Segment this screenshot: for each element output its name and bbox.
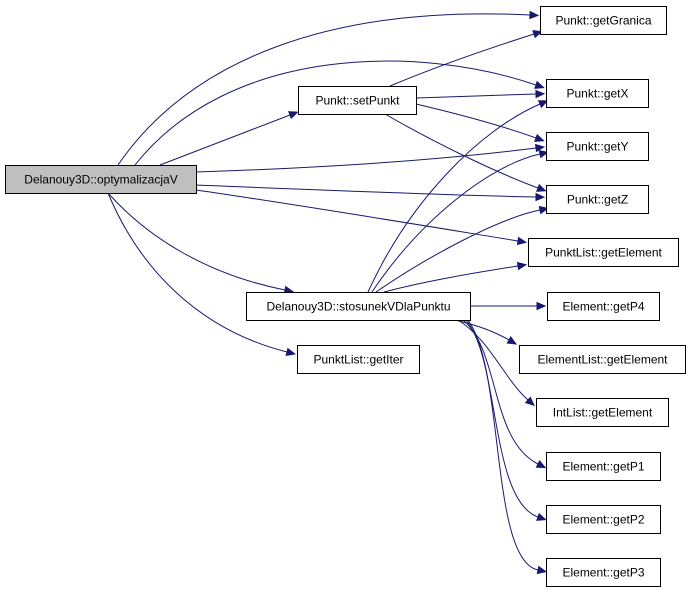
edge-stos-to-p2: [465, 319, 539, 518]
edge-opt-to-granica: [117, 13, 531, 166]
node-p2[interactable]: Element::getP2: [546, 505, 661, 534]
arrowhead-setPunkt-to-getZ: [536, 183, 547, 192]
node-p1[interactable]: Element::getP1: [546, 452, 661, 481]
node-label-plElem: PunktList::getElement: [545, 246, 662, 260]
node-box-ilElem[interactable]: [536, 398, 669, 427]
edge-opt-to-getY: [195, 147, 537, 173]
node-stos[interactable]: Delanouy3D::stosunekVDlaPunktu: [246, 292, 471, 321]
arrowhead-opt-to-granica: [529, 10, 540, 20]
arrowhead-stos-to-p1: [535, 459, 547, 469]
arrowhead-opt-to-getZ: [535, 192, 546, 202]
node-box-setPunkt[interactable]: [298, 86, 417, 115]
arrowhead-opt-to-plIter: [285, 347, 296, 357]
arrowhead-opt-to-getX: [534, 80, 545, 89]
node-granica[interactable]: Punkt::getGranica: [540, 6, 667, 35]
node-p3[interactable]: Element::getP3: [546, 558, 661, 587]
node-getX[interactable]: Punkt::getX: [546, 79, 649, 108]
nodes: Delanouy3D::optymalizacjaV Punkt::setPunk…: [5, 6, 686, 587]
node-label-p3: Element::getP3: [562, 566, 644, 580]
node-getY[interactable]: Punkt::getY: [546, 132, 649, 161]
node-ilElem[interactable]: IntList::getElement: [536, 398, 669, 427]
edge-setPunkt-to-getY: [415, 103, 537, 139]
arrowhead-stos-to-getX: [537, 100, 549, 109]
arrowhead-stos-to-getY: [538, 149, 550, 159]
edge-opt-to-plIter: [107, 192, 288, 353]
node-label-getZ: Punkt::getZ: [567, 193, 628, 207]
node-label-setPunkt: Punkt::setPunkt: [315, 94, 400, 108]
edge-stos-to-plElem: [383, 265, 519, 293]
node-plIter[interactable]: PunktList::getIter: [297, 345, 420, 374]
edge-opt-to-getZ: [195, 184, 537, 198]
node-label-elElem: ElementList::getElement: [537, 353, 668, 367]
node-label-stos: Delanouy3D::stosunekVDlaPunktu: [266, 300, 450, 314]
node-label-plIter: PunktList::getIter: [313, 353, 403, 367]
node-box-granica[interactable]: [540, 6, 667, 35]
node-label-p1: Element::getP1: [562, 460, 644, 474]
arrowhead-opt-to-getY: [534, 143, 546, 153]
node-plElem[interactable]: PunktList::getElement: [528, 238, 679, 267]
arrowhead-setPunkt-to-getY: [534, 133, 545, 142]
arrowhead-stos-to-ilElem: [524, 396, 535, 407]
arrowhead-stos-to-p4: [536, 301, 547, 311]
node-label-getX: Punkt::getX: [566, 87, 628, 101]
edge-opt-to-setPunkt: [159, 114, 291, 166]
node-box-p1[interactable]: [546, 452, 661, 481]
node-box-p4[interactable]: [547, 292, 660, 321]
node-getZ[interactable]: Punkt::getZ: [546, 185, 649, 214]
arrowhead-stos-to-p2: [536, 512, 547, 521]
arrowhead-stos-to-elElem: [506, 336, 518, 345]
node-p4[interactable]: Element::getP4: [547, 292, 660, 321]
arrowhead-setPunkt-to-getX: [535, 89, 546, 99]
edge-setPunkt-to-granica: [389, 33, 535, 87]
arrowhead-setPunkt-to-granica: [532, 30, 543, 39]
node-box-elElem[interactable]: [519, 345, 686, 374]
node-label-getY: Punkt::getY: [566, 140, 628, 154]
edge-opt-to-getX: [134, 60, 537, 166]
edge-stos-to-getZ: [375, 209, 541, 293]
node-label-opt: Delanouy3D::optymalizacjaV: [24, 173, 177, 187]
arrowhead-stos-to-plElem: [516, 261, 528, 271]
node-label-p4: Element::getP4: [562, 300, 644, 314]
arrowhead-stos-to-p3: [536, 565, 548, 575]
node-box-stos[interactable]: [246, 292, 471, 321]
arrowhead-stos-to-getZ: [538, 205, 550, 215]
node-box-getY[interactable]: [546, 132, 649, 161]
node-label-granica: Punkt::getGranica: [555, 14, 651, 28]
node-box-plElem[interactable]: [528, 238, 679, 267]
arrowhead-opt-to-plElem: [516, 236, 528, 246]
arrowhead-opt-to-setPunkt: [288, 111, 299, 120]
node-elElem[interactable]: ElementList::getElement: [519, 345, 686, 374]
node-box-p2[interactable]: [546, 505, 661, 534]
edges: [107, 10, 550, 575]
edge-opt-to-plElem: [195, 189, 519, 242]
node-label-p2: Element::getP2: [562, 513, 644, 527]
edge-setPunkt-to-getX: [415, 93, 537, 99]
edge-setPunkt-to-getZ: [384, 113, 539, 189]
edge-stos-to-getY: [371, 153, 541, 293]
node-setPunkt[interactable]: Punkt::setPunkt: [298, 86, 417, 115]
edge-stos-to-getX: [367, 103, 541, 293]
edge-stos-to-ilElem: [457, 319, 529, 401]
node-box-getX[interactable]: [546, 79, 649, 108]
edge-opt-to-stos: [107, 192, 286, 291]
edge-stos-to-p3: [467, 319, 539, 571]
node-box-plIter[interactable]: [297, 345, 420, 374]
node-opt[interactable]: Delanouy3D::optymalizacjaV: [5, 165, 197, 194]
edge-stos-to-p1: [462, 319, 539, 465]
node-label-ilElem: IntList::getElement: [553, 406, 653, 420]
node-box-getZ[interactable]: [546, 185, 649, 214]
node-box-p3[interactable]: [546, 558, 661, 587]
node-box-opt[interactable]: [5, 165, 197, 194]
